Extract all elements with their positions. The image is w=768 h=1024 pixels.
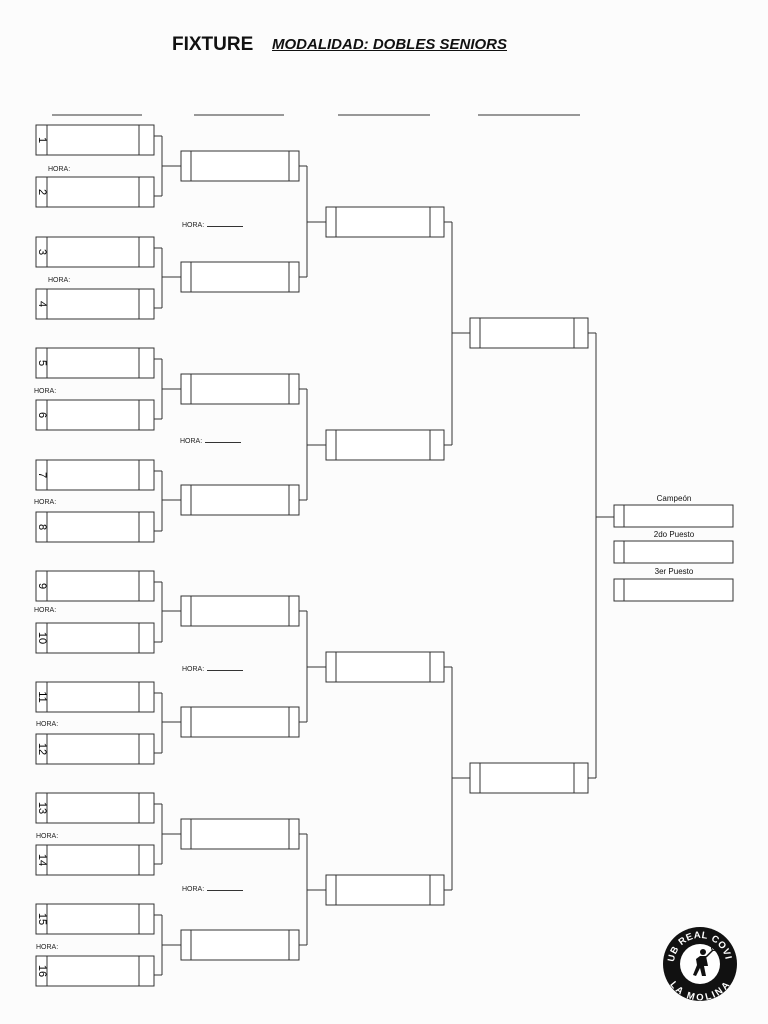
round3-box-2 — [325, 429, 445, 461]
slot-box-11 — [35, 681, 155, 713]
slot-box-12 — [35, 733, 155, 765]
slot-box-5 — [35, 347, 155, 379]
round3-box-1 — [325, 206, 445, 238]
podium-label: Campeón — [656, 494, 692, 503]
slot-box-6 — [35, 399, 155, 431]
match-time-label: HORA: — [34, 499, 57, 506]
round3-box-3 — [325, 651, 445, 683]
slot-number: 16 — [36, 965, 48, 977]
match-time-label: HORA: — [34, 607, 57, 614]
slot-number: 14 — [36, 854, 48, 866]
slot-number: 12 — [36, 743, 48, 755]
round2-box-5 — [180, 595, 300, 627]
slot-number: 4 — [36, 301, 48, 307]
match-time-label: HORA: — [34, 388, 57, 395]
slot-number: 7 — [36, 472, 48, 478]
slot-box-10 — [35, 622, 155, 654]
podium-box-2 — [613, 540, 734, 564]
slot-box-15 — [35, 903, 155, 935]
page-subtitle: MODALIDAD: DOBLES SENIORS — [272, 36, 508, 53]
match-time-label: HORA: — [182, 884, 244, 893]
match-time-label: HORA: — [180, 436, 242, 445]
round2-box-7 — [180, 818, 300, 850]
slot-box-7 — [35, 459, 155, 491]
slot-box-16 — [35, 955, 155, 987]
podium-label: 3er Puesto — [654, 567, 694, 576]
podium-box-3 — [613, 578, 734, 602]
podium-box-1 — [613, 504, 734, 528]
slot-number: 5 — [36, 360, 48, 366]
slot-number: 3 — [36, 249, 48, 255]
match-time-label: HORA: — [36, 833, 59, 840]
round2-box-1 — [180, 150, 300, 182]
slot-box-9 — [35, 570, 155, 602]
match-time-label: HORA: — [36, 944, 59, 951]
round2-box-4 — [180, 484, 300, 516]
round2-box-2 — [180, 261, 300, 293]
match-time-label: HORA: — [182, 664, 244, 673]
slot-box-8 — [35, 511, 155, 543]
round2-box-3 — [180, 373, 300, 405]
round2-box-6 — [180, 706, 300, 738]
match-time-label: HORA: — [182, 220, 244, 229]
slot-box-13 — [35, 792, 155, 824]
slot-box-4 — [35, 288, 155, 320]
slot-number: 8 — [36, 524, 48, 530]
slot-number: 15 — [36, 913, 48, 925]
match-time-label: HORA: — [48, 277, 71, 284]
slot-number: 9 — [36, 583, 48, 589]
club-logo: CLUB REAL COVIMA LA MOLINA — [662, 926, 737, 1002]
slot-box-1 — [35, 124, 155, 156]
match-time-label: HORA: — [36, 721, 59, 728]
podium-label: 2do Puesto — [653, 530, 695, 539]
round4-box-1 — [469, 317, 589, 349]
slot-box-14 — [35, 844, 155, 876]
tennis-player-icon — [693, 945, 717, 976]
round2-box-8 — [180, 929, 300, 961]
slot-box-3 — [35, 236, 155, 268]
slot-number: 11 — [36, 691, 48, 702]
slot-number: 2 — [36, 189, 48, 195]
match-time-label: HORA: — [48, 166, 71, 173]
slot-number: 1 — [36, 137, 48, 143]
round3-box-4 — [325, 874, 445, 906]
slot-box-2 — [35, 176, 155, 208]
page-title: FIXTURE — [172, 34, 254, 55]
slot-number: 13 — [36, 802, 48, 814]
slot-number: 10 — [36, 632, 48, 644]
slot-number: 6 — [36, 412, 48, 418]
round4-box-2 — [469, 762, 589, 794]
